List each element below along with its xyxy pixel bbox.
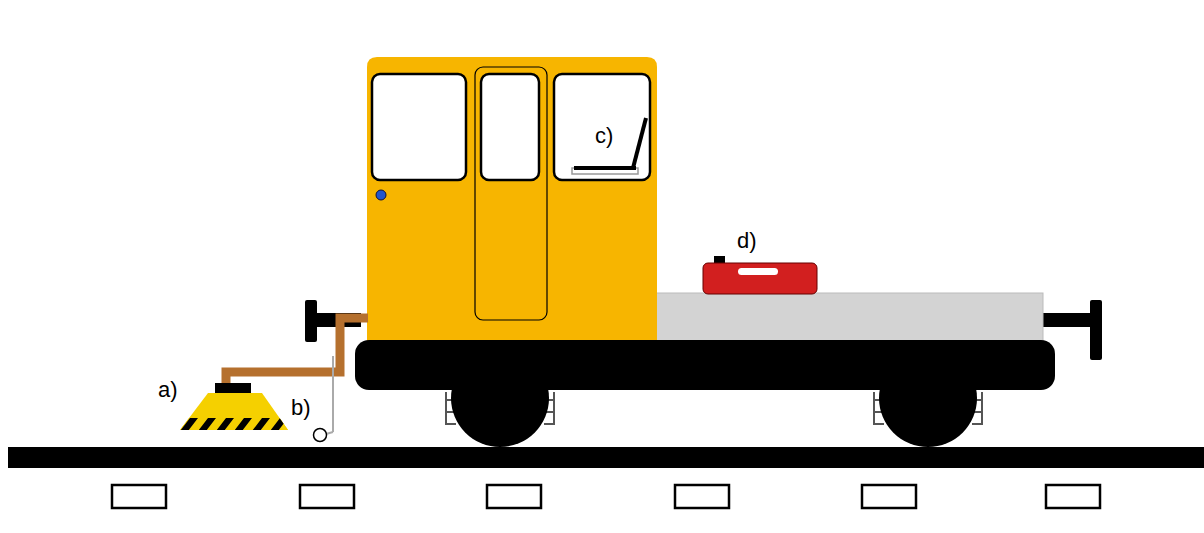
cab-door — [475, 67, 547, 320]
buffer-plate — [305, 300, 317, 342]
sleeper — [1046, 485, 1100, 508]
sleeper — [675, 485, 729, 508]
skid-top — [215, 383, 251, 394]
sleeper — [487, 485, 541, 508]
track-skid — [170, 383, 300, 431]
sleeper — [112, 485, 166, 508]
buffer-shaft — [1040, 313, 1092, 327]
sleeper — [862, 485, 916, 508]
buffer-plate — [1090, 300, 1102, 360]
laptop-screen — [633, 118, 646, 168]
sensor-wheel — [314, 429, 327, 442]
rail — [8, 447, 1204, 468]
skid-band — [170, 418, 300, 431]
skid-arm — [226, 318, 368, 386]
jerrycan-body — [703, 263, 817, 294]
door-window — [481, 74, 539, 180]
laptop-symbol — [572, 118, 646, 174]
callout-letter: c) — [595, 125, 613, 147]
flatbed — [655, 293, 1043, 343]
hazard-stripe — [180, 418, 288, 431]
callout-letter: b) — [291, 397, 311, 419]
cab-window — [372, 74, 466, 180]
callout-letter: a) — [158, 379, 178, 401]
chassis — [355, 340, 1055, 390]
callout-letter: d) — [737, 230, 757, 252]
jerrycan-handle — [738, 268, 778, 275]
laptop-keyboard — [574, 166, 636, 170]
sleepers — [112, 485, 1100, 508]
sleeper — [300, 485, 354, 508]
jerrycan — [703, 256, 817, 294]
laptop-base — [572, 168, 638, 174]
blue-light — [376, 190, 386, 200]
sensor-rod — [332, 356, 334, 432]
cab-window — [554, 74, 650, 180]
skid-stripes — [170, 418, 300, 431]
cab — [367, 57, 657, 343]
